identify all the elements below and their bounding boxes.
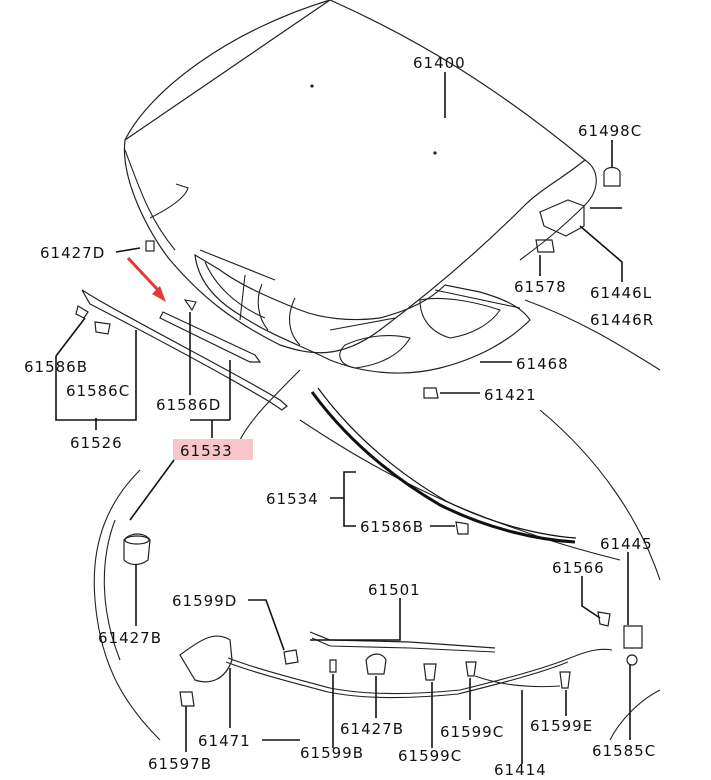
label-61414: 61414 — [494, 761, 547, 779]
label-61501: 61501 — [368, 581, 421, 599]
label-61427d: 61427D — [40, 244, 105, 262]
label-61421: 61421 — [484, 386, 537, 404]
hood-inner-frame — [194, 253, 531, 374]
label-61534: 61534 — [266, 490, 319, 508]
label-61566: 61566 — [552, 559, 605, 577]
label-61533: 61533 — [180, 442, 233, 460]
label-61586c: 61586C — [66, 382, 130, 400]
label-61471: 61471 — [198, 732, 251, 750]
label-61586b-b: 61586B — [360, 518, 424, 536]
seal-61526 — [81, 289, 288, 411]
label-61599c-a: 61599C — [440, 723, 504, 741]
label-61599e: 61599E — [530, 717, 593, 735]
label-61599b: 61599B — [300, 744, 364, 762]
part-labels: 61400 61498C 61427D 61578 61446L 61446R … — [24, 54, 656, 779]
hood-release-cables — [179, 631, 613, 699]
label-61427b-a: 61427B — [98, 629, 162, 647]
strip-61533 — [159, 299, 262, 363]
label-61427b-b: 61427B — [340, 720, 404, 738]
label-61597b: 61597B — [148, 755, 212, 773]
weatherstrip-61534 — [310, 387, 577, 544]
clip-parts — [75, 166, 643, 707]
highlight-arrow — [126, 256, 166, 302]
label-61599c-b: 61599C — [398, 747, 462, 765]
label-61585c: 61585C — [592, 742, 656, 760]
label-61586d: 61586D — [156, 396, 221, 414]
label-61400: 61400 — [413, 54, 466, 72]
label-61468: 61468 — [516, 355, 569, 373]
label-61445: 61445 — [600, 535, 653, 553]
label-61599d: 61599D — [172, 592, 237, 610]
label-highlight-61533 — [173, 439, 253, 460]
label-61498c: 61498C — [578, 122, 642, 140]
label-61586b-a: 61586B — [24, 358, 88, 376]
label-61526: 61526 — [70, 434, 123, 452]
hood-panel — [123, 0, 597, 354]
label-61446l: 61446L — [590, 284, 652, 302]
label-61578: 61578 — [514, 278, 567, 296]
leader-lines — [55, 72, 631, 764]
label-61446r: 61446R — [590, 311, 654, 329]
